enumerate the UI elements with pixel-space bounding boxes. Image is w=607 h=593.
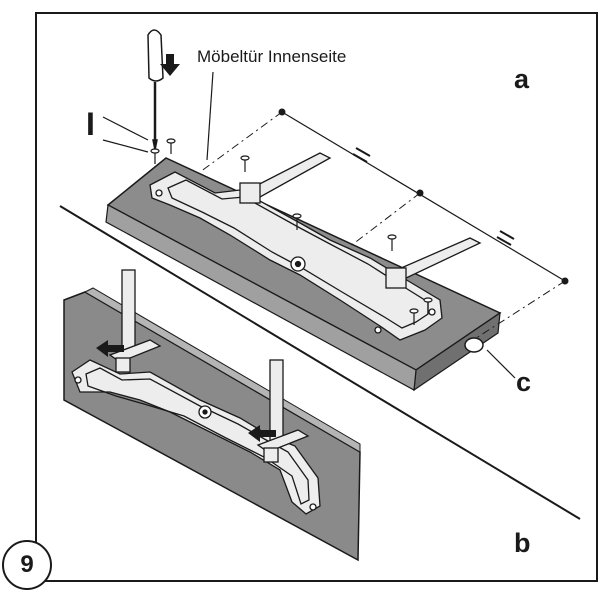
loose-screws	[150, 138, 176, 164]
push-arrow-left-icon-2	[248, 425, 276, 442]
step-number: 9	[20, 551, 34, 578]
part-c-label: c	[516, 367, 532, 397]
screwdriver-icon	[147, 29, 164, 151]
down-arrow-icon	[160, 54, 180, 76]
equal-marks	[352, 147, 515, 246]
part-a-label: a	[514, 64, 530, 94]
screws-a	[240, 155, 433, 325]
mounting-bracket-a	[149, 152, 482, 341]
caption-label: Möbeltür Innenseite	[197, 47, 347, 66]
knob-c	[464, 337, 484, 353]
part-I-label: I	[86, 106, 95, 142]
push-arrow-left-icon	[96, 340, 124, 357]
separator-line	[59, 205, 581, 520]
outer-frame	[35, 12, 598, 582]
step-badge	[2, 540, 52, 590]
measurement-guides	[199, 111, 566, 343]
dimension-line	[278, 108, 569, 285]
leader-lines	[102, 71, 516, 379]
part-b-label: b	[514, 528, 531, 558]
